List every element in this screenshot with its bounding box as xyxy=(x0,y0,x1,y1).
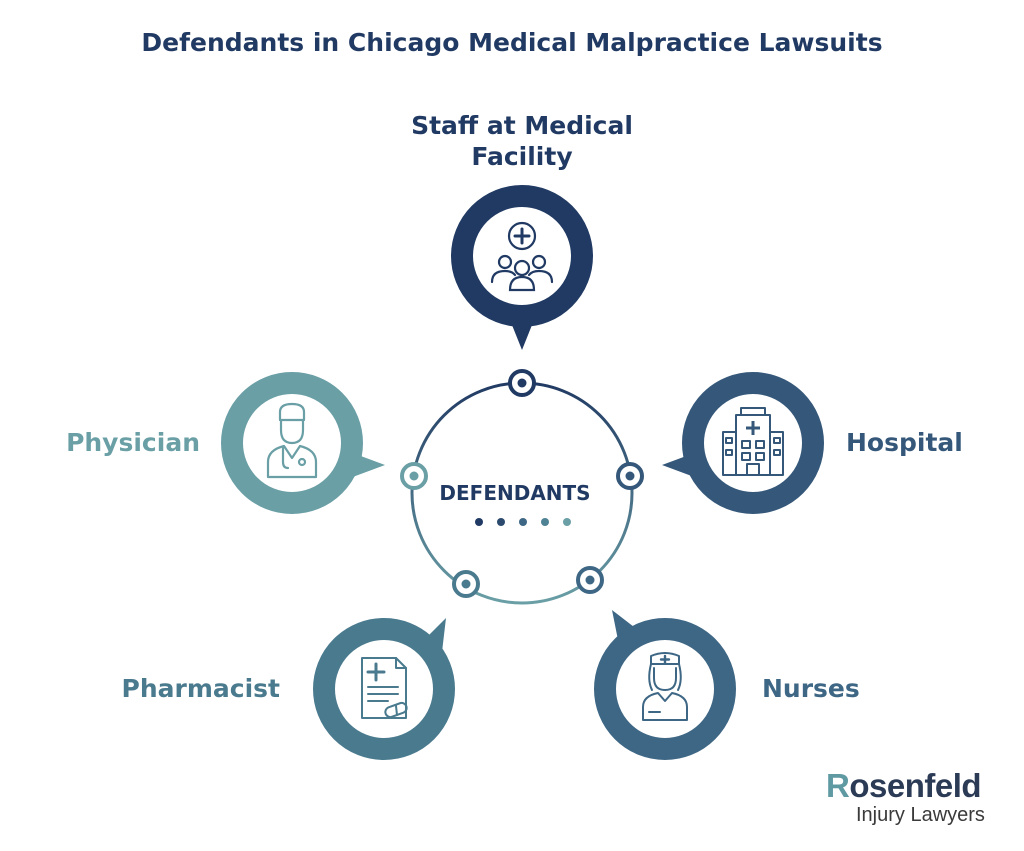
ring-dot-right xyxy=(616,462,644,490)
staff-label-line1: Staff at Medical xyxy=(411,111,633,140)
center-label: DEFENDANTS xyxy=(439,481,591,505)
node-physician xyxy=(221,372,385,514)
staff-at-medical-facility-label: Staff at Medical Facility xyxy=(372,110,672,172)
logo-brand-rest: osenfeld xyxy=(849,767,982,804)
hospital-label: Hospital xyxy=(846,428,963,457)
page-title: Defendants in Chicago Medical Malpractic… xyxy=(141,28,883,57)
logo-brand-initial: R xyxy=(826,767,850,804)
ring-dot-left xyxy=(400,462,428,490)
ring-dot-top xyxy=(508,369,536,397)
center-dot-row xyxy=(475,518,571,526)
logo-brand: Rosenfeld xyxy=(826,768,996,804)
pharmacist-label: Pharmacist xyxy=(121,674,280,703)
staff-label-line2: Facility xyxy=(471,142,573,171)
nurse-icon xyxy=(642,652,688,721)
doctor-icon xyxy=(266,402,318,479)
node-nurses xyxy=(594,610,736,760)
node-hospital xyxy=(662,372,824,514)
node-pharmacist xyxy=(313,618,455,760)
hospital-building-icon xyxy=(722,407,784,476)
medical-staff-group-icon xyxy=(490,221,554,292)
node-staff-at-medical-facility xyxy=(451,185,593,350)
logo-subtitle: Injury Lawyers xyxy=(856,804,985,826)
ring-dot-bottom-left xyxy=(452,570,480,598)
prescription-document-icon xyxy=(361,657,408,719)
ring-dot-bottom-right xyxy=(576,566,604,594)
nurses-label: Nurses xyxy=(762,674,860,703)
physician-label: Physician xyxy=(66,428,200,457)
rosenfeld-logo: Rosenfeld Injury Lawyers xyxy=(826,768,996,827)
